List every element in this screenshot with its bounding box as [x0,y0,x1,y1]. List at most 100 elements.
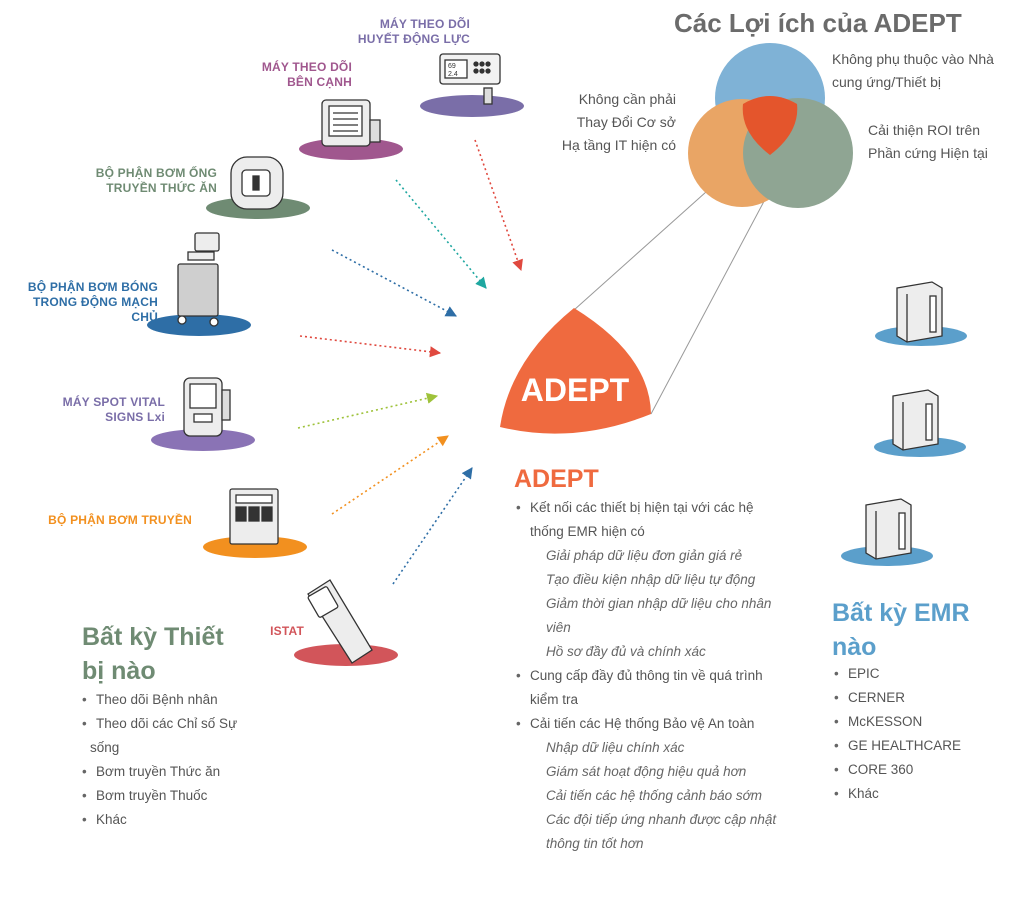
any-device-item: Theo dõi các Chỉ số Sự sống [80,712,260,760]
emr-item: CORE 360 [832,758,1002,782]
spot-vital-signs-icon [183,377,231,437]
adept-subpoint: Giải pháp dữ liệu đơn giản giá rẻ [546,548,743,563]
any-device-item: Bơm truyền Thuốc [80,784,260,808]
item-line: Bơm truyền Thuốc [96,788,208,803]
emr-server-icon-2 [892,389,939,451]
balloon-pump-icon [177,232,220,327]
benefit-line: Không cần phải [578,91,676,107]
benefit-no-infra: Không cần phải Thay Đổi Cơ sở Hạ tầng IT… [540,88,676,157]
label-spot-vital-signs: MÁY SPOT VITAL SIGNS Lxi [40,395,165,425]
benefit-line: Phần cứng Hiện tại [868,145,988,161]
benefits-venn [688,43,853,208]
label-bedside-monitor: MÁY THEO DÕI BÊN CẠNH [222,60,352,90]
any-device-item: Bơm truyền Thức ăn [80,760,260,784]
benefit-line: Thay Đổi Cơ sở [576,114,676,130]
item-line: sống [90,740,120,755]
label-hemodynamic-monitor: MÁY THEO DÕI HUYẾT ĐỘNG LỰC [330,17,470,47]
any-device-list: Theo dõi Bệnh nhân Theo dõi các Chỉ số S… [80,688,260,832]
arrow-enteral [331,249,457,317]
adept-subpoint: Giám sát hoạt động hiệu quả hơn [546,764,747,779]
benefit-no-vendor: Không phụ thuộc vào Nhà cung ứng/Thiết b… [832,48,994,94]
label-infusion-pump: BỘ PHẬN BƠM TRUYỀN [48,513,192,527]
benefit-line: Hạ tầng IT hiện có [561,137,676,153]
title-line: bị nào [82,657,156,685]
emr-server-icon-1 [896,281,943,343]
bedside-monitor-icon [321,99,381,147]
adept-center-label: ADEPT [520,372,630,408]
adept-point-2: Cung cấp đầy đủ thông tin về quá trình k… [514,664,782,712]
adept-subpoint: Tạo điều kiện nhập dữ liệu tự động [546,572,756,587]
adept-point-line: Cải tiến các Hệ thống Bảo vệ An toàn [530,716,755,731]
adept-point-line: thống EMR hiện có [530,524,645,539]
title-line: nào [832,633,877,661]
adept-feature-list: Kết nối các thiết bị hiện tại với các hệ… [514,496,782,856]
adept-subpoint: viên [546,620,571,635]
monitor-screen-value-1: 69 [448,63,456,70]
arrow-bedside [395,179,487,289]
adept-point-line: Cung cấp đầy đủ thông tin về quá trình [530,668,763,683]
emr-section-title: Bất kỳ EMR nào [832,596,970,664]
emr-item: CERNER [832,686,1002,710]
emr-item: Khác [832,782,1002,806]
emr-server-icon-3 [865,498,912,560]
istat-handheld-icon [307,579,373,664]
item-line: Bơm truyền Thức ăn [96,764,221,779]
benefit-line: Cải thiện ROI trên [868,122,981,138]
label-line: MÁY SPOT VITAL [62,395,165,409]
emr-item: GE HEALTHCARE [832,734,1002,758]
platform-balloon [147,314,251,336]
emr-item: EPIC [832,662,1002,686]
platform-infusion [203,536,307,558]
label-line: BỘ PHẬN BƠM ỐNG [95,166,217,180]
adept-point-1: Kết nối các thiết bị hiện tại với các hệ… [514,496,782,664]
enteral-pump-icon [230,156,284,210]
adept-subpoint: thông tin tốt hơn [546,836,644,851]
title-line: Bất kỳ Thiết [82,623,224,651]
any-device-item: Theo dõi Bệnh nhân [80,688,260,712]
item-line: Theo dõi Bệnh nhân [96,692,218,707]
benefit-line: Không phụ thuộc vào Nhà [832,51,994,67]
venn-center [742,96,798,155]
item-line: Khác [96,812,127,827]
adept-point-line: kiểm tra [530,692,579,707]
infusion-pump-icon [229,488,279,545]
label-line: SIGNS Lxi [105,410,165,424]
arrow-istat [392,467,473,585]
adept-section-title: ADEPT [514,465,599,493]
emr-item: McKESSON [832,710,1002,734]
label-line: BỘ PHẬN BƠM BÓNG [27,280,158,294]
arrow-infusion [331,435,449,515]
platform-spot [151,429,255,451]
adept-subpoint: Hồ sơ đầy đủ và chính xác [546,644,706,659]
arrow-spot [297,392,439,429]
adept-point-line: Kết nối các thiết bị hiện tại với các hệ [530,500,754,515]
label-line: MÁY THEO DÕI [261,60,352,74]
label-balloon-pump: BỘ PHẬN BƠM BÓNG TRONG ĐỘNG MẠCH CHỦ [4,280,158,325]
monitor-screen-value-2: 2.4 [448,71,458,78]
adept-subpoint: Giảm thời gian nhập dữ liệu cho nhân [546,596,772,611]
benefits-title: Các Lợi ích của ADEPT [674,8,962,38]
label-enteral-pump: BỘ PHẬN BƠM ỐNG TRUYỀN THỨC ĂN [70,166,217,196]
label-line: HUYẾT ĐỘNG LỰC [357,32,470,46]
adept-point-3: Cải tiến các Hệ thống Bảo vệ An toàn Nhậ… [514,712,782,856]
label-line: TRUYỀN THỨC ĂN [106,181,217,195]
venn-connector-right [650,189,771,415]
label-line: TRONG ĐỘNG MẠCH CHỦ [33,295,158,324]
adept-subpoint: Cải tiến các hệ thống cảnh báo sớm [546,788,763,803]
item-line: Theo dõi các Chỉ số Sự [96,716,238,731]
emr-list: EPIC CERNER McKESSON GE HEALTHCARE CORE … [832,662,1002,806]
hemodynamic-monitor-icon: 69 2.4 [439,53,501,105]
label-line: MÁY THEO DÕI [379,17,470,31]
title-line: Bất kỳ EMR [832,599,970,627]
arrow-hemodynamic [474,139,523,272]
any-device-item: Khác [80,808,260,832]
adept-subpoint: Nhập dữ liệu chính xác [546,740,685,755]
label-line: BÊN CẠNH [287,75,352,89]
adept-subpoint: Các đội tiếp ứng nhanh được cập nhật [546,812,777,827]
benefit-roi: Cải thiện ROI trên Phần cứng Hiện tại [868,119,988,165]
platform-hemodynamic [420,95,524,117]
adept-center-shape [500,308,651,434]
label-istat: ISTAT [270,624,304,638]
benefit-line: cung ứng/Thiết bị [832,74,941,90]
